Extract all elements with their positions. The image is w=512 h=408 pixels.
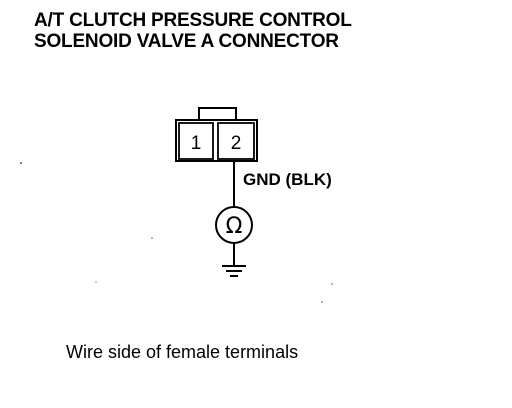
ground-icon xyxy=(222,265,246,277)
terminal-2-cavity xyxy=(217,122,255,160)
terminal-1-cavity xyxy=(178,122,214,160)
diagram-title: A/T CLUTCH PRESSURE CONTROL SOLENOID VAL… xyxy=(34,10,352,52)
connector-housing: 1 2 xyxy=(175,119,258,162)
connector-latch xyxy=(198,107,237,121)
diagram-caption: Wire side of female terminals xyxy=(66,342,299,362)
ohmmeter-icon: Ω xyxy=(215,206,253,244)
terminal-2-label: 2 xyxy=(231,133,242,154)
terminal-1-label: 1 xyxy=(191,133,202,154)
connector-outline xyxy=(175,119,258,162)
title-line-2: SOLENOID VALVE A CONNECTOR xyxy=(34,31,339,52)
title-line-1: A/T CLUTCH PRESSURE CONTROL xyxy=(34,10,352,31)
wire-label: GND (BLK) xyxy=(243,170,332,189)
ohm-symbol: Ω xyxy=(226,214,243,239)
scan-specks xyxy=(20,162,333,303)
